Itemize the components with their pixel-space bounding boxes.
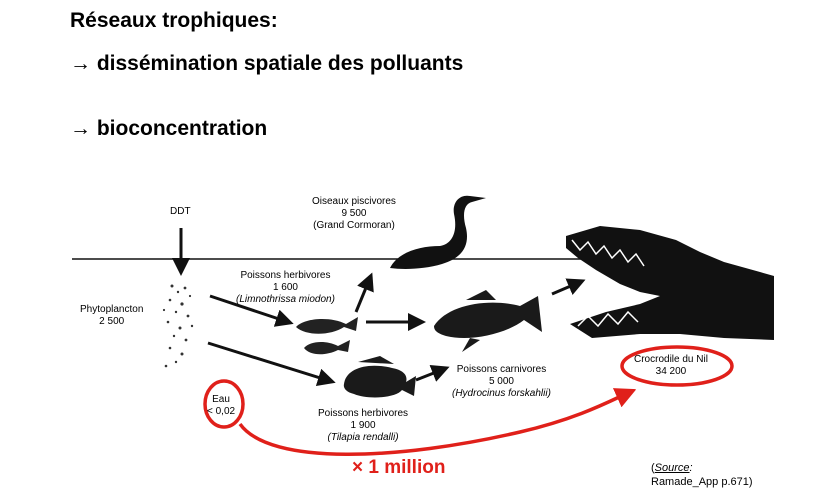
arrow-phyto-herb2 xyxy=(207,341,336,387)
phytoplancton-value: 2 500 xyxy=(99,316,125,327)
herbivore-fish-1-icon xyxy=(296,317,358,355)
source-ref: Ramade_App p.671) xyxy=(651,476,753,488)
oiseaux-label: Oiseaux piscivores 9 500 (Grand Cormoran… xyxy=(312,196,396,232)
phytoplancton-name: Phytoplancton xyxy=(80,304,144,315)
carnivores-value: 5 000 xyxy=(488,376,514,387)
crocodile-highlight-ellipse xyxy=(620,345,734,387)
multiplier-label: × 1 million xyxy=(352,457,446,478)
food-web-arrows xyxy=(207,272,586,387)
herbivores-2-name: Poissons herbivores xyxy=(318,408,409,419)
source-suffix: : xyxy=(689,462,693,474)
crocodile-name: Crocrodile du Nil xyxy=(634,354,708,365)
bioconcentration-arrow xyxy=(238,388,637,456)
carnivores-species: (Hydrocinus forskahlii) xyxy=(452,388,551,399)
herbivore-fish-2-icon xyxy=(343,356,416,398)
carnivores-label: Poissons carnivores 5 000 (Hydrocinus fo… xyxy=(452,364,551,400)
arrow-phyto-herb1 xyxy=(209,294,294,327)
arrow-icon: → xyxy=(70,52,91,75)
oiseaux-name: Oiseaux piscivores xyxy=(312,196,396,207)
arrow-herb2-carnivore xyxy=(415,365,450,382)
carnivore-fish-icon xyxy=(434,290,542,352)
crocodile-value: 34 200 xyxy=(655,366,687,377)
source-label: Source xyxy=(654,462,690,474)
bullet-bioconcentration-text: bioconcentration xyxy=(96,117,268,140)
title: Réseaux trophiques: xyxy=(70,9,278,32)
herbivores-1-species: (Limnothrissa miodon) xyxy=(236,294,335,305)
cormorant-icon xyxy=(390,195,486,269)
phytoplankton-icon xyxy=(162,284,194,368)
source-citation: (Source: Ramade_App p.671) xyxy=(651,461,753,489)
carnivores-name: Poissons carnivores xyxy=(456,364,547,375)
herbivores-1-label: Poissons herbivores 1 600 (Limnothrissa … xyxy=(236,270,335,306)
herbivores-2-value: 1 900 xyxy=(350,420,376,431)
herbivores-1-value: 1 600 xyxy=(272,282,298,293)
crocodile-label: Crocrodile du Nil 34 200 xyxy=(634,354,708,378)
bullet-bioconcentration: → bioconcentration xyxy=(70,117,267,141)
oiseaux-value: 9 500 xyxy=(341,208,367,219)
water-highlight-ellipse xyxy=(203,379,245,429)
phytoplancton-label: Phytoplancton 2 500 xyxy=(80,304,143,328)
eau-label: Eau < 0,02 xyxy=(207,394,235,418)
arrow-herb1-bird xyxy=(354,272,374,313)
arrow-icon: → xyxy=(70,117,91,140)
crocodile-icon xyxy=(566,226,774,340)
arrow-carnivore-crocodile xyxy=(551,278,586,296)
herbivores-2-species: (Tilapia rendalli) xyxy=(327,432,399,443)
source-prefix: ( xyxy=(651,462,655,474)
herbivores-2-label: Poissons herbivores 1 900 (Tilapia renda… xyxy=(318,408,408,444)
bullet-dissemination-text: dissémination spatiale des polluants xyxy=(96,52,464,75)
bullet-dissemination: → dissémination spatiale des polluants xyxy=(70,52,463,76)
oiseaux-species: (Grand Cormoran) xyxy=(313,220,395,231)
eau-value: < 0,02 xyxy=(207,406,236,417)
herbivores-1-name: Poissons herbivores xyxy=(240,270,331,281)
eau-name: Eau xyxy=(212,394,230,405)
ddt-label: DDT xyxy=(170,206,191,217)
